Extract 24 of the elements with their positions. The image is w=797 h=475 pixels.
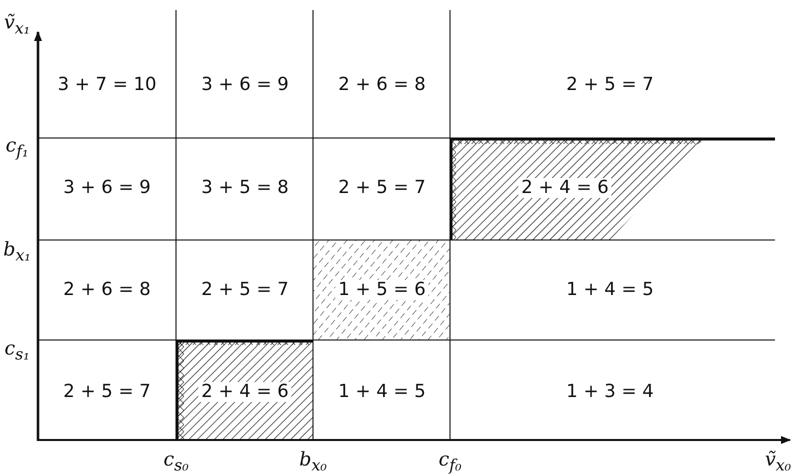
axis-label: c$_{f₁}$ (6, 136, 28, 160)
equation-text: 2 + 6 = 8 (338, 76, 426, 94)
equation-text: 2 + 4 = 6 (198, 382, 292, 402)
equation-text: 1 + 3 = 4 (566, 383, 654, 401)
equation-text: 1 + 4 = 5 (566, 281, 654, 299)
equation-text: 3 + 7 = 10 (58, 76, 156, 94)
axis-label: b$_{x₁}$ (3, 240, 31, 264)
axis-label: c$_{s₁}$ (4, 340, 30, 362)
axis-label: c$_{f₀}$ (438, 450, 462, 474)
equation-text: 2 + 5 = 7 (566, 76, 654, 94)
axis-label: b$_{x₀}$ (299, 450, 327, 474)
equation-text: 2 + 4 = 6 (518, 178, 612, 198)
equation-text: 1 + 4 = 5 (338, 383, 426, 401)
equation-text: 3 + 5 = 8 (201, 179, 289, 197)
axis-label: ṽ$_{x₀}$ (765, 450, 791, 474)
axis-label: c$_{s₀}$ (163, 450, 189, 474)
equation-text: 1 + 5 = 6 (335, 280, 429, 300)
axis-label: ṽ$_{x₁}$ (4, 14, 30, 36)
equation-text: 2 + 5 = 7 (338, 179, 426, 197)
equation-text: 3 + 6 = 9 (63, 179, 151, 197)
equation-text: 3 + 6 = 9 (201, 76, 289, 94)
equation-text: 2 + 5 = 7 (63, 383, 151, 401)
equation-text: 2 + 5 = 7 (201, 281, 289, 299)
equation-text: 2 + 6 = 8 (63, 281, 151, 299)
